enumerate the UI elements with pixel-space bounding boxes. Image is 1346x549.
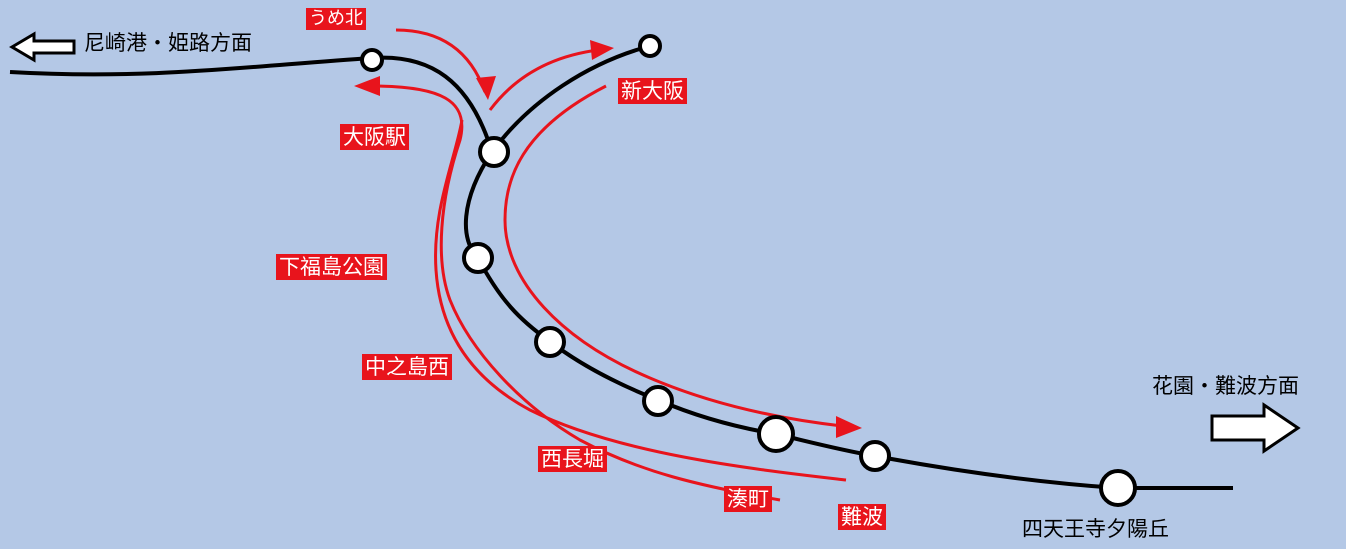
station-namba-marker[interactable] — [859, 440, 891, 472]
station-shitennoji-marker[interactable] — [1099, 469, 1137, 507]
station-osaka-label[interactable]: 大阪駅 — [340, 124, 409, 150]
track-branch-shin-osaka — [490, 44, 651, 154]
station-shimofukushima-marker[interactable] — [462, 242, 494, 274]
route-arrow-to-shin-osaka-head — [590, 40, 614, 60]
station-umekita-label[interactable]: うめ北 — [306, 8, 366, 30]
station-shitennoji-label[interactable]: 四天王寺夕陽丘 — [1022, 517, 1169, 541]
track-line — [9, 55, 1233, 490]
east-direction-label: 花園・難波方面 — [1152, 374, 1299, 398]
station-shimofukushima-label[interactable]: 下福島公園 — [276, 254, 387, 280]
west-arrow-icon — [9, 31, 76, 63]
station-nishinagahori-label[interactable]: 西長堀 — [538, 446, 607, 472]
east-arrow-icon — [1210, 402, 1301, 454]
station-namba-label[interactable]: 難波 — [838, 504, 886, 530]
station-nishinagahori-marker[interactable] — [642, 385, 674, 417]
route-arrow-inner — [371, 84, 781, 502]
route-arrow-umekita-in-head — [476, 76, 496, 100]
station-minatomachi-marker[interactable] — [757, 415, 795, 453]
station-osaka-marker[interactable] — [478, 136, 510, 168]
route-arrow-outer-head — [836, 416, 862, 438]
station-minatomachi-label[interactable]: 湊町 — [724, 486, 772, 512]
station-umekita-marker[interactable] — [360, 48, 384, 72]
station-nakanoshima-nishi-marker[interactable] — [534, 326, 566, 358]
station-nakanoshima-nishi-label[interactable]: 中之島西 — [362, 354, 452, 380]
route-arrow-innermost — [434, 119, 847, 482]
west-direction-label: 尼崎港・姫路方面 — [84, 31, 252, 55]
station-shin-osaka-marker[interactable] — [638, 34, 662, 58]
station-shin-osaka-label[interactable]: 新大阪 — [618, 78, 687, 104]
route-arrow-inner-head — [354, 76, 380, 96]
route-arrow-to-shin-osaka — [488, 48, 599, 111]
route-arrow-outer — [503, 84, 843, 428]
